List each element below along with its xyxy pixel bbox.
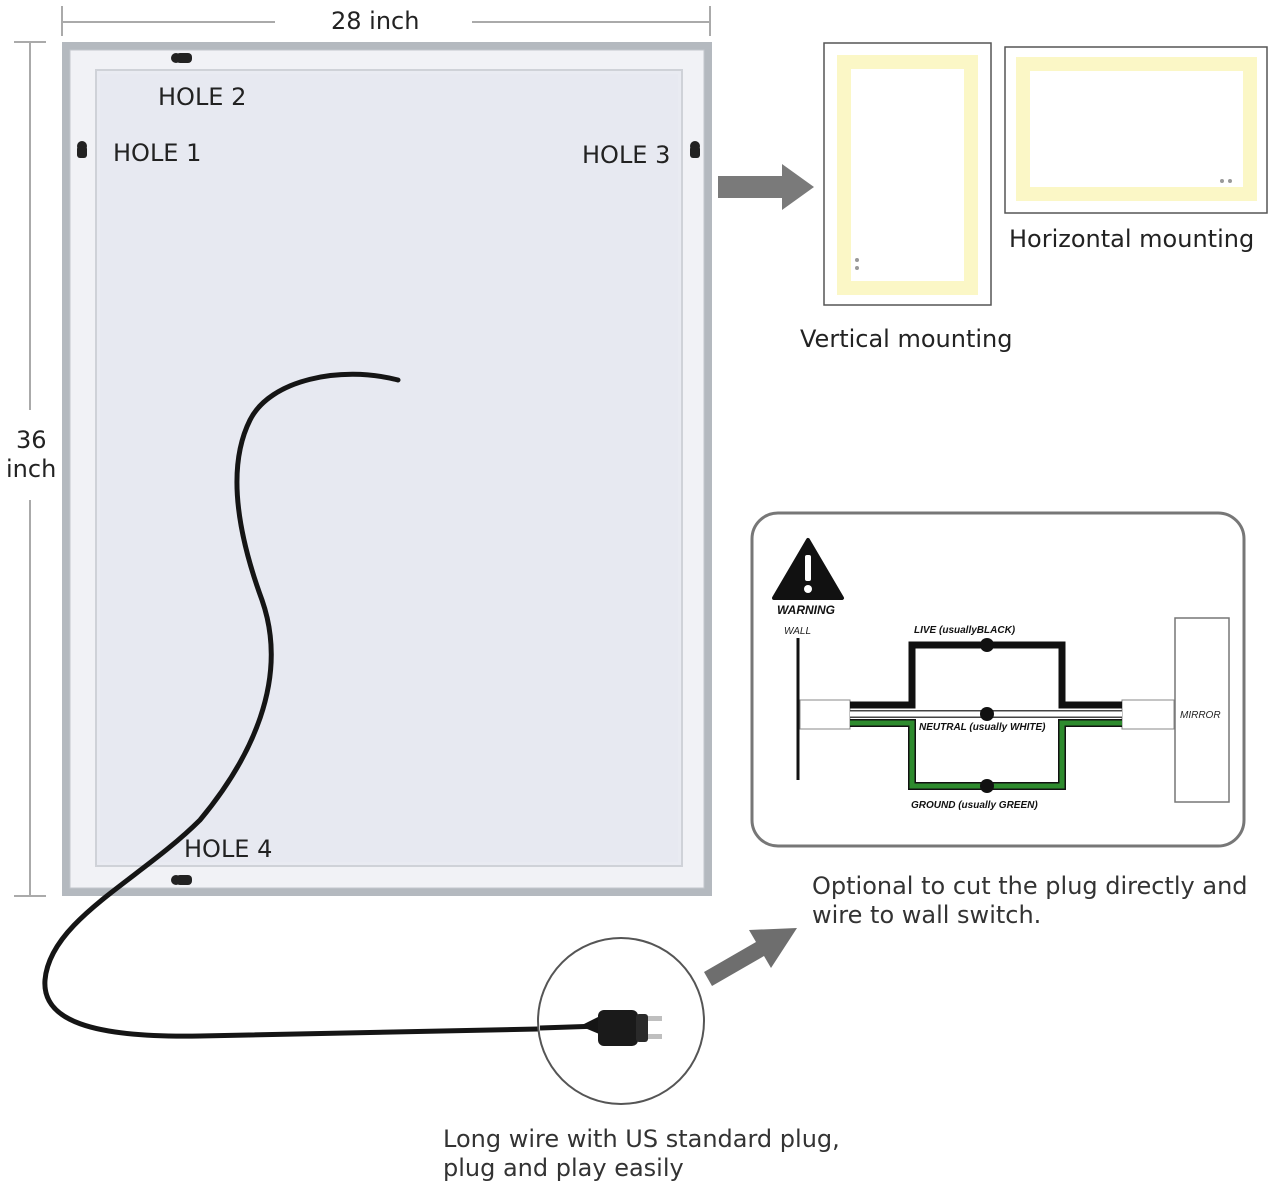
mounting-arrow-icon	[718, 164, 814, 210]
mirror-side-cable	[1121, 699, 1175, 730]
hole-1-label: HOLE 1	[113, 139, 202, 167]
live-junction-dot	[980, 638, 994, 652]
hole-2-label: HOLE 2	[158, 83, 247, 111]
hole-3-keyhole-icon	[690, 141, 700, 158]
mirror-block	[1174, 617, 1230, 803]
us-plug-icon	[539, 1010, 662, 1046]
hole-2-keyhole-icon	[171, 53, 192, 63]
wiring-caption: Optional to cut the plug directly and wi…	[812, 872, 1248, 931]
height-label-unit: inch	[6, 455, 57, 483]
horizontal-mounting-thumbnail	[1004, 46, 1268, 214]
ground-wire-label: GROUND (usually GREEN)	[911, 800, 1038, 811]
hole-4-keyhole-icon	[171, 875, 192, 885]
wiring-arrow-icon	[704, 928, 797, 986]
width-label: 28 inch	[331, 7, 420, 35]
width-dimension-line	[61, 6, 711, 36]
wall-label: WALL	[784, 626, 812, 637]
plug-caption-line-2: plug and play easily	[443, 1154, 684, 1183]
power-cable	[42, 371, 588, 1039]
vertical-mounting-label: Vertical mounting	[800, 325, 1013, 353]
vertical-mounting-thumbnail	[823, 42, 992, 306]
neutral-wire-label: NEUTRAL (usually WHITE)	[919, 722, 1046, 733]
hole-4-label: HOLE 4	[184, 835, 273, 863]
warning-label: WARNING	[777, 603, 835, 617]
wiring-diagram-box	[750, 511, 1246, 848]
hole-1-keyhole-icon	[77, 141, 87, 158]
height-label-number: 36	[16, 426, 47, 454]
height-dimension-line	[14, 41, 46, 897]
wiring-caption-line-1: Optional to cut the plug directly and	[812, 872, 1248, 900]
neutral-junction-dot	[980, 707, 994, 721]
plug-caption-line-1: Long wire with US standard plug,	[443, 1125, 840, 1153]
warning-triangle-icon	[772, 538, 844, 600]
wiring-caption-line-2: wire to wall switch.	[812, 901, 1042, 930]
hole-3-label: HOLE 3	[582, 141, 671, 169]
mirror-label: MIRROR	[1180, 710, 1221, 721]
horizontal-mounting-label: Horizontal mounting	[1009, 225, 1255, 253]
mirror-back-panel	[62, 42, 712, 896]
live-wire-label: LIVE (usuallyBLACK)	[914, 625, 1016, 636]
ground-junction-dot	[980, 779, 994, 793]
plug-caption: Long wire with US standard plug, plug an…	[443, 1125, 840, 1184]
wall-side-cable	[799, 699, 851, 730]
